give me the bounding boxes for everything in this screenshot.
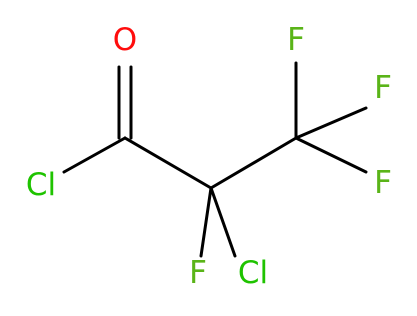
bond-c-cl-alpha <box>209 186 237 258</box>
atom-fluorine-bottom: F <box>374 165 392 201</box>
bond-c-f-right <box>294 106 368 140</box>
atom-oxygen: O <box>113 22 137 58</box>
bond-c-c-cf3 <box>209 136 298 190</box>
bond-c-f-bottom <box>294 136 368 174</box>
bond-c-f-alpha <box>199 186 213 258</box>
atom-fluorine-alpha: F <box>189 255 207 291</box>
bond-c-cl-acyl <box>62 136 127 174</box>
atom-fluorine-right: F <box>374 70 392 106</box>
bond-c-c-alpha <box>123 136 213 190</box>
atom-fluorine-top: F <box>287 22 305 58</box>
atom-labels: O Cl F Cl F F F <box>26 22 392 291</box>
bonds <box>62 61 368 258</box>
atom-chlorine-acyl: Cl <box>26 167 56 203</box>
atom-chlorine-alpha: Cl <box>238 255 268 291</box>
